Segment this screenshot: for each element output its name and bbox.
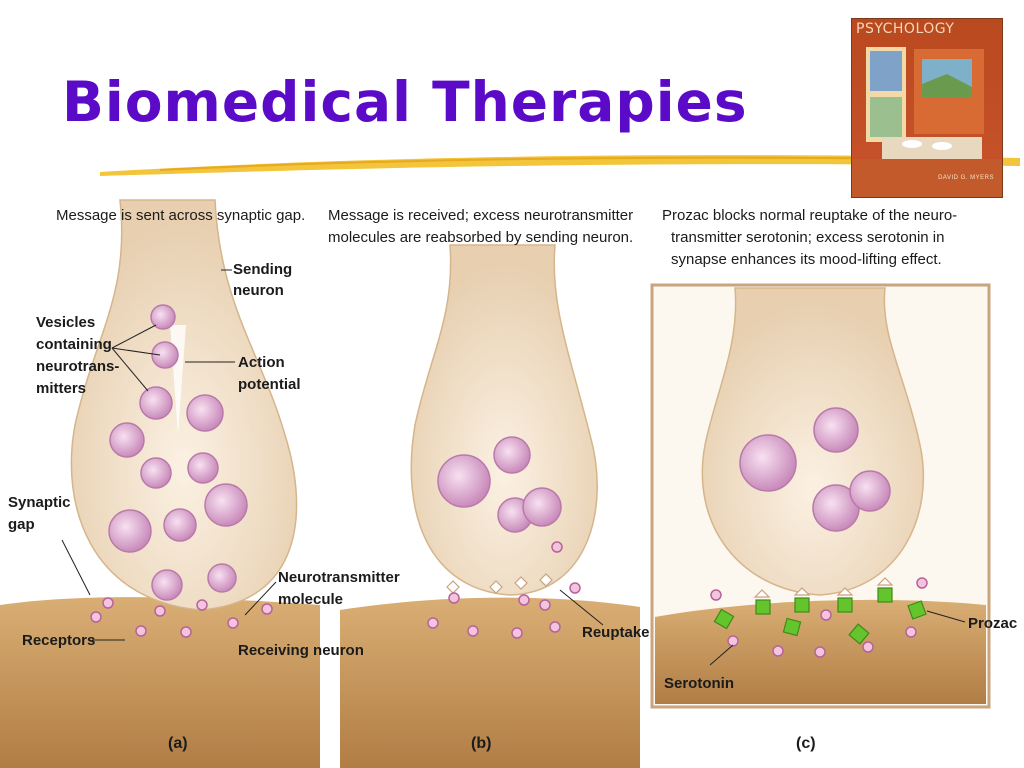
serotonin-molecules <box>710 577 928 658</box>
receiving-neuron-b <box>340 597 640 768</box>
serotonin-ends-c <box>753 577 894 598</box>
caption-b: (b) <box>471 735 491 752</box>
heading-c-line-3: synapse enhances its mood-lifting effect… <box>671 251 942 268</box>
panel-a-labels: Sending neuron Vesicles containing neuro… <box>8 261 400 659</box>
panel-a <box>0 199 320 768</box>
label-reuptake: Reuptake <box>582 624 650 641</box>
heading-b-line-1: Message is received; excess neurotransmi… <box>328 207 633 224</box>
book-title: PSYCHOLOGY <box>856 21 955 37</box>
vesicles-b <box>437 436 562 533</box>
panel-b <box>340 244 640 768</box>
synapse-diagram: Message is sent across synaptic gap. Mes… <box>0 199 1017 768</box>
label-gap-1: Synaptic <box>8 494 71 511</box>
label-sending-1: Sending <box>233 261 292 278</box>
caption-a: (a) <box>168 735 188 752</box>
vesicles-c <box>739 407 891 532</box>
panel-headings: Message is sent across synaptic gap. Mes… <box>56 207 957 268</box>
label-receptors: Receptors <box>22 632 95 649</box>
psychology-book-cover: PSYCHOLOGY DAVID G. MYERS <box>851 18 1003 198</box>
label-serotonin: Serotonin <box>664 675 734 692</box>
label-vesicles-2: containing <box>36 336 112 353</box>
receptors-b <box>427 541 581 639</box>
caption-c: (c) <box>796 735 816 752</box>
receiving-neuron-a <box>0 597 320 768</box>
label-molecule-1: Neurotransmitter <box>278 569 400 586</box>
prozac-molecules <box>713 587 927 645</box>
label-vesicles-1: Vesicles <box>36 314 95 331</box>
heading-a-line-1: Message is sent across synaptic gap. <box>56 207 305 224</box>
label-action-1: Action <box>238 354 285 371</box>
receptors-a <box>90 597 273 638</box>
label-molecule-2: molecule <box>278 591 343 608</box>
label-action-2: potential <box>238 376 301 393</box>
label-receiving: Receiving neuron <box>238 642 364 659</box>
reuptake-molecules-b <box>446 573 553 594</box>
panel-c <box>650 283 991 709</box>
heading-c-line-1: Prozac blocks normal reuptake of the neu… <box>662 207 957 224</box>
label-vesicles-3: neurotrans- <box>36 358 119 375</box>
slide-title: Biomedical Therapies <box>62 70 748 134</box>
sending-neuron-c <box>701 287 925 596</box>
sending-neuron-b <box>410 244 598 596</box>
vesicles-a <box>108 304 248 601</box>
book-author: DAVID G. MYERS <box>938 175 994 181</box>
heading-c-line-2: transmitter serotonin; excess serotonin … <box>671 229 944 246</box>
label-sending-2: neuron <box>233 282 284 299</box>
label-prozac: Prozac <box>968 615 1017 632</box>
label-gap-2: gap <box>8 516 35 533</box>
heading-b-line-2: molecules are reabsorbed by sending neur… <box>328 229 633 246</box>
label-vesicles-4: mitters <box>36 380 86 397</box>
